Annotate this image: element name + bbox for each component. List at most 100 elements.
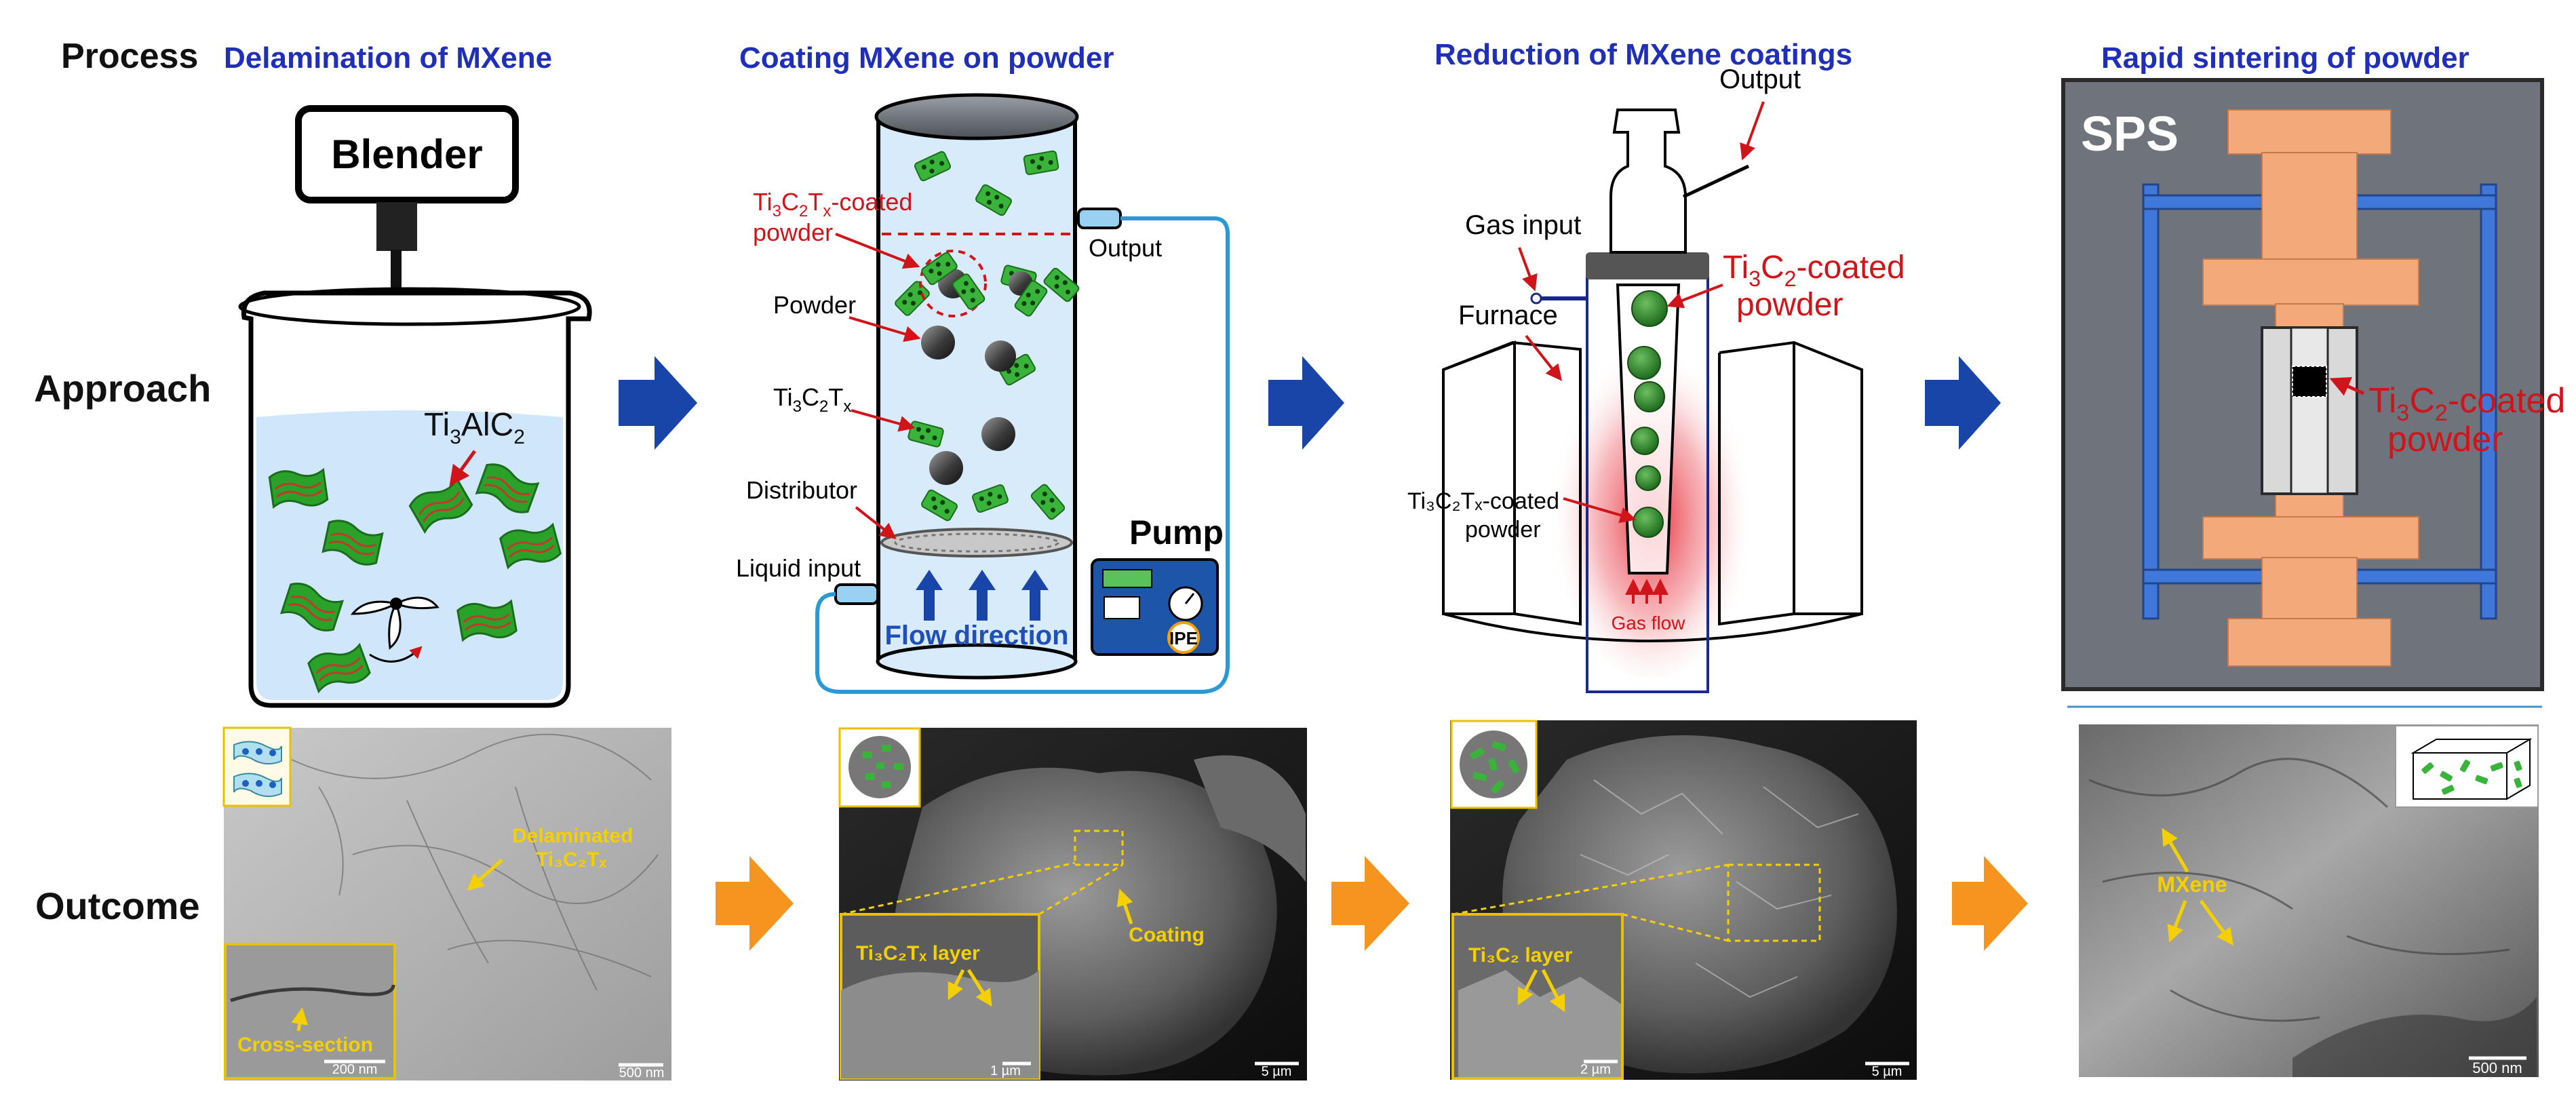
column-body — [876, 117, 1077, 663]
tem4-pointer-up — [2162, 827, 2189, 873]
step-title-delamination: Delamination of MXene — [224, 41, 552, 75]
tem4-schematic-flakes — [2421, 759, 2522, 795]
sem-coating-pointer-2 — [1116, 889, 1133, 924]
flow-direction-label: Flow direction — [884, 621, 1068, 650]
distributor-holes — [894, 532, 1059, 553]
column-bottom — [876, 643, 1078, 680]
sem-particle-3-facets — [1580, 779, 1859, 998]
cross-section-label: Cross-section — [237, 1034, 373, 1056]
sem-layer-pointer-3b — [1541, 969, 1565, 1013]
blender-label: Blender — [331, 132, 482, 177]
mxene-label: Ti3C2Tx — [773, 383, 851, 416]
row-label-approach: Approach — [34, 367, 211, 410]
glass-output-arm — [1682, 164, 1750, 199]
scale-label-main-3: 5 µm — [1872, 1064, 1902, 1079]
sem-zoom-region-2 — [1074, 830, 1124, 866]
glass-top-adapter — [1609, 109, 1687, 254]
coated-particle-cluster — [919, 250, 1049, 318]
flow-arrows — [916, 570, 1049, 621]
sps-label: SPS — [2081, 107, 2179, 161]
orange-arrow-2 — [1331, 856, 1409, 951]
sps-electrodes — [2202, 109, 2419, 667]
delaminated-pointer — [467, 859, 503, 891]
reduced-particles — [1627, 290, 1668, 538]
furnace-left-outline — [1443, 340, 1582, 626]
ti3alc2-label: Ti3AlC2 — [424, 407, 525, 448]
coating-panel: Ti3C2Tx-coated powder Powder Ti3C2Tx Dis… — [736, 93, 1230, 694]
tube-cap — [1586, 252, 1709, 279]
coated-powder-label-top-line2: powder — [1736, 287, 1843, 323]
sintering-panel: SPS Ti3C2-coated powder — [2061, 78, 2565, 691]
gas-flow-label: Gas flow — [1612, 612, 1686, 634]
tem-wrinkles — [291, 733, 659, 991]
outcome-sem-image-2: Ti₃C₂Tₓ layer Coating 1 µm 5 µm — [838, 727, 1307, 1080]
sem-zoom-line-a-2 — [840, 861, 1076, 916]
step-title-coating: Coating MXene on powder — [739, 41, 1114, 75]
sps-sample-pointer — [2329, 377, 2365, 396]
gas-input-label: Gas input — [1465, 210, 1581, 240]
scale-label-main-1: 500 nm — [619, 1066, 665, 1080]
coated-powder-pointer-top — [1666, 284, 1723, 309]
distributor-label: Distributor — [746, 476, 857, 504]
sem-zoom-inset-3-texture — [1458, 970, 1621, 1077]
furnace-base — [1443, 612, 1862, 642]
tem4-pointer-down-right — [2199, 899, 2233, 946]
coated-powder-label-line2: powder — [753, 218, 833, 246]
sem-schematic-flakes-3 — [1470, 741, 1520, 794]
liquid-input-label: Liquid input — [736, 554, 861, 582]
pump-brand: IPE — [1169, 628, 1198, 648]
output-port — [1077, 208, 1122, 229]
ti3alc2-pointer — [449, 450, 477, 486]
scale-label-main-4: 500 nm — [2472, 1059, 2522, 1076]
reduction-panel: Gas flow Output Gas input Furnace Ti3C2-… — [1407, 64, 1905, 693]
sem-layer-pointer-3a — [1517, 969, 1538, 1006]
outcome-tem-image-4: MXene 500 nm — [2079, 724, 2539, 1077]
tem-schematic-dots — [242, 748, 276, 788]
row-label-outcome: Outcome — [35, 884, 200, 927]
step-title-reduction: Reduction of MXene coatings — [1435, 38, 1852, 71]
powder-label: Powder — [773, 291, 856, 319]
furnace-right-outline — [1719, 340, 1863, 615]
scale-label-inset-3: 2 µm — [1580, 1062, 1611, 1077]
blender-blade — [350, 596, 440, 663]
furnace-label: Furnace — [1458, 300, 1558, 330]
blue-arrow-2 — [1268, 356, 1344, 450]
row-label-process: Process — [61, 37, 198, 76]
column-top — [874, 93, 1079, 140]
coated-powder-inner-label-line2: powder — [1465, 517, 1541, 543]
furnace-pointer — [1525, 334, 1562, 381]
tem-cross-section-inset — [224, 943, 396, 1080]
sem-coating-label-2: Coating — [1129, 924, 1205, 946]
liquid-input-port — [834, 583, 879, 605]
sem-zoom-line-b-2 — [1038, 863, 1123, 916]
sem-zoom-line-a-3 — [1452, 863, 1729, 916]
sem-layer-label-2: Ti₃C₂Tₓ layer — [856, 942, 980, 964]
blender-motor — [376, 202, 417, 251]
outcome-tem-image-1: Cross-section 200 nm Delaminated Ti₃C₂Tₓ… — [222, 726, 671, 1080]
blender-panel: Blender Ti3AlC2 — [238, 105, 592, 708]
coated-powder-pointer — [835, 233, 920, 269]
step-title-sintering: Rapid sintering of powder — [2101, 41, 2470, 75]
sem-schematic-flakes-2 — [863, 745, 903, 788]
tem4-mxene-label: MXene — [2157, 872, 2227, 897]
beaker-rim — [238, 287, 581, 326]
powder-particles — [921, 326, 1016, 485]
pump-logo-badge — [1167, 621, 1200, 654]
orange-arrow-1 — [716, 856, 794, 951]
sem-particle-2-edge — [1194, 755, 1306, 882]
blender-box — [295, 105, 519, 203]
blue-arrow-3 — [1925, 356, 2001, 450]
output-label: Output — [1089, 234, 1162, 262]
distributor-pointer — [855, 506, 897, 539]
sem-layer-pointer-2b — [967, 969, 992, 1007]
coated-powder-inner-pointer — [1563, 497, 1637, 524]
coated-powder-label-top: Ti3C2-coated — [1723, 250, 1905, 291]
scale-label-main-2: 5 µm — [1262, 1064, 1292, 1079]
delaminated-label-line2: Ti₃C₂Tₓ — [536, 849, 607, 871]
sps-punch — [2290, 326, 2329, 495]
pump-display — [1102, 569, 1152, 588]
coated-powder-label: Ti3C2Tx-coated — [753, 188, 912, 220]
tem4-schematic-block — [2411, 738, 2533, 800]
cross-section-pointer — [291, 1007, 309, 1032]
gas-flow-arrows — [1625, 579, 1668, 604]
